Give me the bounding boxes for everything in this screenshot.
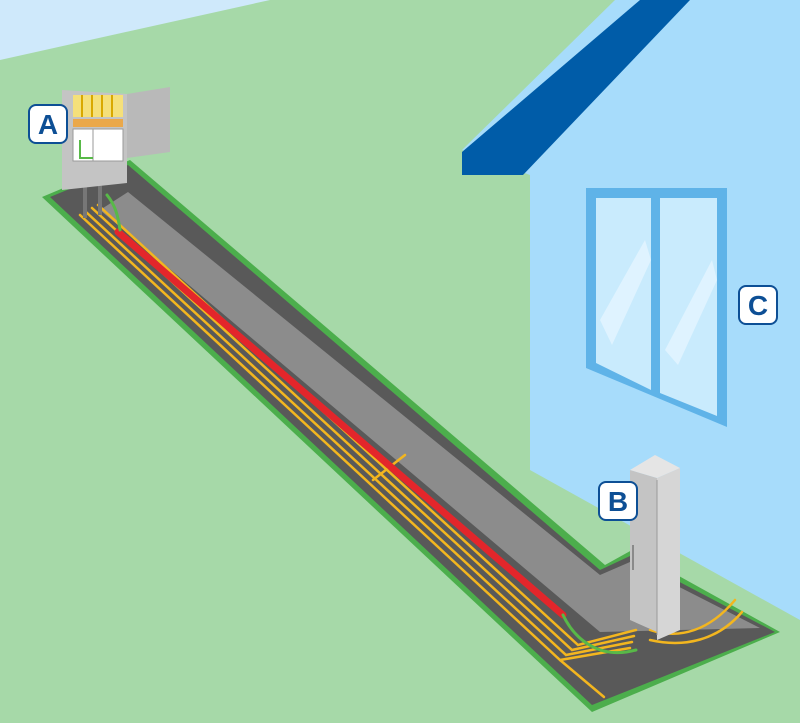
red-cable xyxy=(114,228,567,619)
label-b-badge: B xyxy=(598,481,638,521)
trench xyxy=(42,160,780,712)
label-c-badge: C xyxy=(738,285,778,325)
yellow-cable-2 xyxy=(84,210,634,657)
cables xyxy=(78,193,744,699)
yellow-cable-5 xyxy=(558,658,606,699)
yellow-cable-right-2 xyxy=(648,610,744,645)
house xyxy=(462,0,800,620)
sky xyxy=(0,0,270,60)
label-b: B xyxy=(608,486,628,517)
green-cable xyxy=(105,193,638,655)
label-a-badge: A xyxy=(28,104,68,144)
trench-wall xyxy=(100,192,760,632)
distribution-cabinet-a xyxy=(62,87,170,218)
house-window xyxy=(586,188,727,427)
cabinet-b-side xyxy=(657,468,680,640)
house-roof xyxy=(462,0,690,175)
label-a: A xyxy=(38,109,58,140)
distribution-cabinet-b xyxy=(630,455,680,640)
yellow-cable-3 xyxy=(90,206,636,652)
label-c: C xyxy=(748,290,768,321)
cabinet-a-door xyxy=(127,87,170,158)
cabinet-b-top xyxy=(630,455,680,478)
